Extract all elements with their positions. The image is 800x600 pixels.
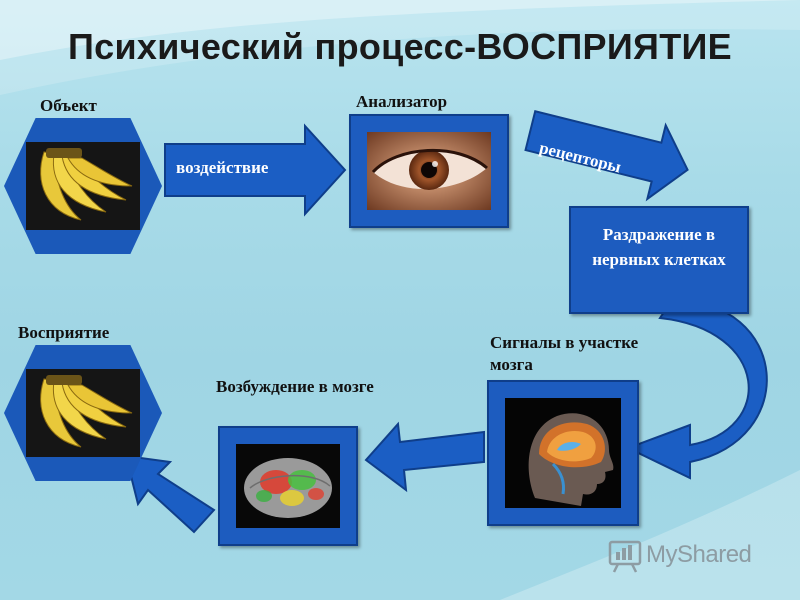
signals-label: Сигналы в участке мозга (490, 333, 639, 374)
perception-label: Восприятие (18, 323, 110, 342)
receptors-arrow (524, 110, 689, 202)
impact-arrow (164, 123, 347, 217)
impact-arrow-label: воздействие (176, 158, 269, 177)
perception-hexagon (4, 345, 162, 481)
excitation-label: Возбуждение в мозге (216, 377, 374, 396)
watermark-text: MyShared (646, 541, 752, 568)
irritation-box (569, 206, 749, 314)
signals-to-excitation-arrow (364, 421, 485, 493)
object-label: Объект (40, 96, 97, 115)
analyzer-box (349, 114, 509, 228)
object-hexagon (4, 118, 162, 254)
curved-arrow (625, 298, 768, 480)
myshared-logo-icon (608, 540, 642, 573)
brain-activity-image (236, 444, 340, 528)
banana-bunch-image (26, 142, 140, 230)
analyzer-label: Анализатор (356, 92, 448, 111)
head-brain-scan-image (505, 398, 621, 508)
excitation-box (218, 426, 358, 546)
signals-box (487, 380, 639, 526)
page-title: Психический процесс-ВОСПРИЯТИЕ (68, 26, 732, 67)
irritation-text: Раздражение в нервных клетках (592, 225, 726, 269)
eye-image (367, 132, 491, 210)
banana-bunch-image (26, 369, 140, 457)
excitation-to-perception-arrow (124, 454, 216, 534)
